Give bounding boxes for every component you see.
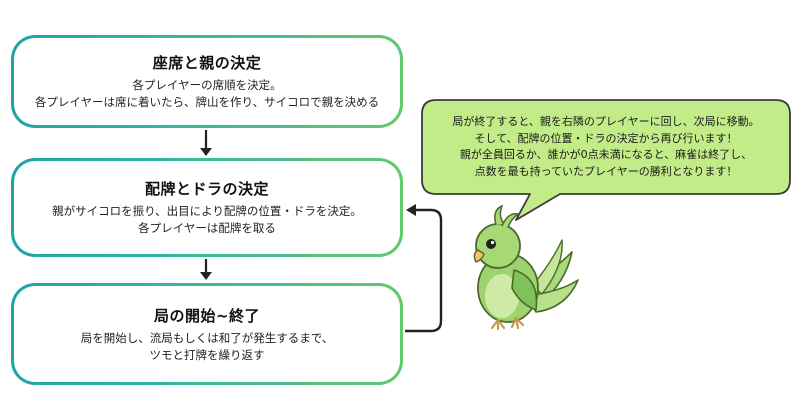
bubble-line: 親が全員回るか、誰かが0点未満になると、麻雀は終了し、 (459, 148, 753, 161)
arrow-down-1 (200, 130, 212, 156)
green-parrot-icon (473, 204, 579, 331)
step-box-deal-dora: 配牌とドラの決定 親がサイコロを振り、出目により配牌の位置・ドラを決定。 各プレ… (11, 158, 403, 257)
speech-bubble-text: 局が終了すると、親を右隣のプレイヤーに回し、次局に移動。 そして、配牌の位置・ド… (424, 108, 788, 186)
step-description-line: 各プレイヤーの席順を決定。 (132, 78, 282, 92)
step-box-seating: 座席と親の決定 各プレイヤーの席順を決定。 各プレイヤーは席に着いたら、牌山を作… (11, 35, 403, 128)
step-description-line: 親がサイコロを振り、出目により配牌の位置・ドラを決定。 (52, 204, 362, 218)
bubble-line: 局が終了すると、親を右隣のプレイヤーに回し、次局に移動。 (452, 115, 760, 128)
step-box-round-play: 局の開始~終了 局を開始し、流局もしくは和了が発生するまで、 ツモと打牌を繰り返… (11, 283, 403, 385)
step-description-line: 局を開始し、流局もしくは和了が発生するまで、 (80, 330, 334, 345)
step-description-line: 各プレイヤーは席に着いたら、牌山を作り、サイコロで親を決める (34, 95, 380, 109)
arrow-down-2 (200, 259, 212, 280)
step-box-inner: 局の開始~終了 局を開始し、流局もしくは和了が発生するまで、 ツモと打牌を繰り返… (14, 286, 400, 382)
step-description-line: ツモと打牌を繰り返す (149, 347, 265, 362)
loop-arrow (405, 204, 443, 333)
bubble-line: 点数を最も持っていたプレイヤーの勝利となります！ (474, 164, 738, 178)
step-title: 配牌とドラの決定 (144, 180, 269, 198)
step-title: 座席と親の決定 (152, 54, 262, 72)
bubble-line: そして、配牌の位置・ドラの決定から再び行います！ (474, 131, 738, 145)
step-box-inner: 座席と親の決定 各プレイヤーの席順を決定。 各プレイヤーは席に着いたら、牌山を作… (14, 38, 400, 125)
step-description-line: 各プレイヤーは配牌を取る (138, 221, 276, 235)
step-box-inner: 配牌とドラの決定 親がサイコロを振り、出目により配牌の位置・ドラを決定。 各プレ… (14, 161, 400, 254)
step-title: 局の開始~終了 (153, 306, 261, 325)
